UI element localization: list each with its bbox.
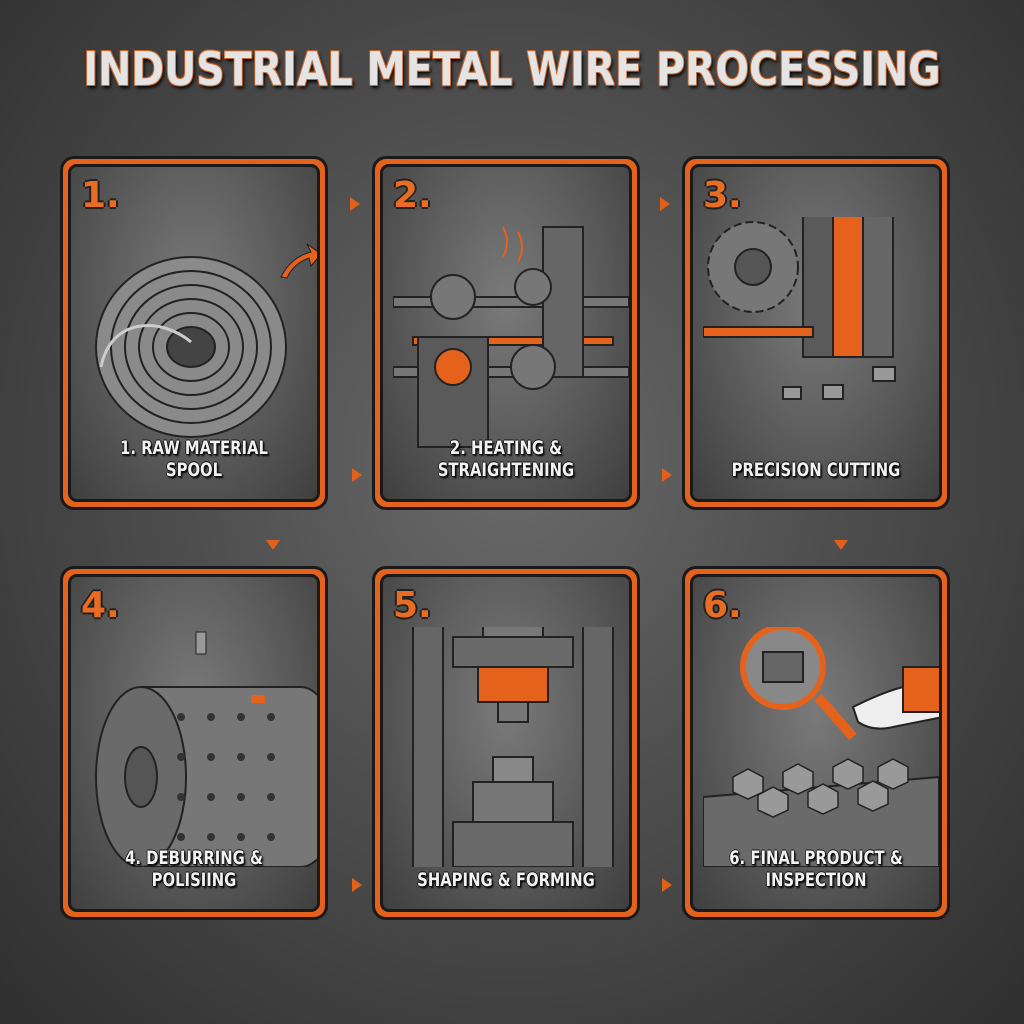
wire-spool-icon xyxy=(95,243,317,438)
step-number: 4. xyxy=(81,585,120,626)
flow-arrow-down-icon xyxy=(834,540,848,550)
page-title: INDUSTRIAL METAL WIRE PROCESSING xyxy=(83,42,941,96)
step-panel-6: 6. 6. FINAL PRODUCT & INSPECTION xyxy=(682,566,950,920)
flow-arrow-right-icon xyxy=(352,878,362,892)
press-die-icon xyxy=(412,627,614,867)
flow-arrow-right-icon xyxy=(350,197,360,211)
flow-arrow-right-icon xyxy=(660,197,670,211)
flow-arrow-down-icon xyxy=(266,540,280,550)
step-caption: 1. RAW MATERIAL SPOOL xyxy=(120,437,268,481)
step-panel-3: 3. PRECISION CUTTING xyxy=(682,156,950,510)
step-caption: 2. HEATING & STRAIGHTENING xyxy=(437,437,575,481)
step-panel-1: 1. 1. RAW MATERIAL SPOOL xyxy=(60,156,328,510)
step-number: 1. xyxy=(81,175,120,216)
step-caption: 4. DEBURRING & POLISIING xyxy=(125,847,263,891)
step-caption: 6. FINAL PRODUCT & INSPECTION xyxy=(729,847,903,891)
flow-arrow-right-icon xyxy=(662,878,672,892)
step-panel-2: 2. 2. HEATING & STRAIGHTENING xyxy=(372,156,640,510)
step-caption: PRECISION CUTTING xyxy=(731,459,901,481)
step-number: 5. xyxy=(393,585,432,626)
step-number: 3. xyxy=(703,175,742,216)
step-number: 2. xyxy=(393,175,432,216)
magnifier-bolts-icon xyxy=(703,627,939,867)
straightening-rollers-icon xyxy=(393,226,629,448)
step-panel-4: 4. 4. DEBURRING & POLISIING xyxy=(60,566,328,920)
step-panel-5: 5. SHAPING & FORMING xyxy=(372,566,640,920)
tumbling-drum-icon xyxy=(95,631,317,867)
step-caption: SHAPING & FORMING xyxy=(417,869,595,891)
flow-arrow-right-icon xyxy=(352,468,362,482)
cutting-gear-icon xyxy=(703,217,896,400)
flow-arrow-right-icon xyxy=(662,468,672,482)
step-number: 6. xyxy=(703,585,742,626)
